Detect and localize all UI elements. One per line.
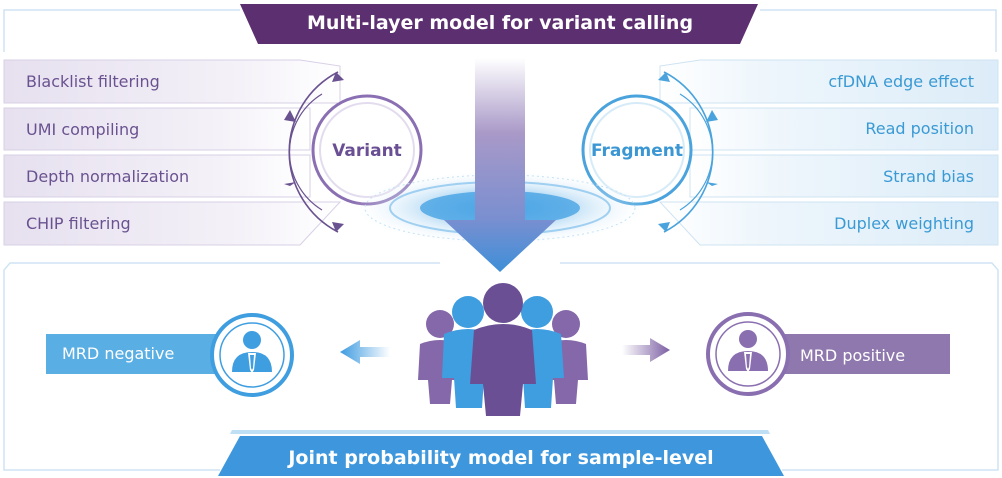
mrd-negative-box xyxy=(46,334,232,374)
fragment-item: Read position xyxy=(865,119,974,138)
mrd-positive-box xyxy=(760,334,950,374)
mrd-negative-label: MRD negative xyxy=(62,344,175,363)
fragment-arcs xyxy=(658,71,718,233)
business-person-icon xyxy=(706,312,790,396)
fragment-item: cfDNA edge effect xyxy=(828,72,974,91)
left-arrow-icon xyxy=(340,340,390,364)
variant-item: CHIP filtering xyxy=(26,214,131,233)
top-frame xyxy=(3,9,997,52)
page-title: Multi-layer model for variant calling xyxy=(306,12,694,34)
fragment-label: Fragment xyxy=(590,141,684,161)
lower-frame xyxy=(3,262,999,471)
variant-items-bands xyxy=(3,59,342,246)
bottom-banner xyxy=(218,436,784,476)
fragment-item: Duplex weighting xyxy=(834,214,974,233)
fragment-item: Strand bias xyxy=(883,167,974,186)
business-person-icon xyxy=(210,313,294,397)
variant-item: Depth normalization xyxy=(26,167,190,186)
variant-label: Variant xyxy=(332,141,402,161)
top-banner xyxy=(240,4,758,44)
mrd-positive-label: MRD positive xyxy=(800,346,906,365)
variant-arcs xyxy=(284,71,344,233)
variant-item: UMI compiling xyxy=(26,120,140,139)
right-arrow-icon xyxy=(622,338,670,362)
down-arrow-icon xyxy=(444,58,556,272)
fragment-items-bands xyxy=(658,59,999,246)
variant-item: Blacklist filtering xyxy=(26,72,160,91)
bottom-title: Joint probability model for sample-level xyxy=(288,447,714,469)
crowd-icon xyxy=(418,283,588,416)
